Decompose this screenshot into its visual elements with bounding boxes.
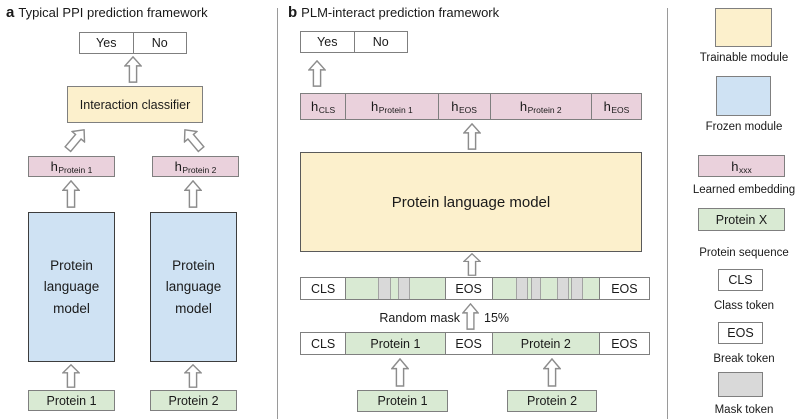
legend-swatch-protein: Protein X bbox=[698, 208, 785, 231]
h-sub: EOS bbox=[611, 105, 630, 115]
legend-label-eos: Break token bbox=[713, 353, 775, 365]
legend-swatch-mask bbox=[718, 372, 763, 397]
h-sub: Protein 1 bbox=[378, 105, 413, 115]
mask-stripe bbox=[398, 278, 411, 299]
token-row: CLS Protein 1 EOS Protein 2 EOS bbox=[300, 332, 650, 355]
up-arrow-icon bbox=[308, 60, 326, 87]
up-arrow-icon bbox=[463, 253, 481, 276]
legend-swatch-frozen bbox=[716, 76, 771, 116]
legend-label-protein: Protein sequence bbox=[699, 247, 789, 259]
legend-label-frozen: Frozen module bbox=[705, 121, 783, 133]
panel-b-protein-1-box: Protein 1 bbox=[357, 390, 448, 412]
diagonal-up-left-arrow-icon bbox=[177, 123, 208, 155]
token-cell-protein-2: Protein 2 bbox=[492, 333, 600, 354]
panel-b-title-text: PLM-interact prediction framework bbox=[301, 5, 500, 20]
h1-sub: Protein 1 bbox=[58, 165, 93, 175]
token-cell-protein-1: Protein 1 bbox=[346, 333, 446, 354]
legend-label-cls: Class token bbox=[713, 300, 775, 312]
token-cell-cls: CLS bbox=[301, 333, 347, 354]
mask-stripe bbox=[530, 278, 542, 299]
mask-stripe bbox=[571, 278, 583, 299]
panel-b-yes-no-box: Yes No bbox=[300, 31, 408, 53]
masked-cell-cls: CLS bbox=[301, 278, 347, 299]
up-arrow-icon bbox=[184, 180, 202, 208]
diagonal-up-right-arrow-icon bbox=[60, 123, 91, 155]
mask-stripe bbox=[557, 278, 569, 299]
up-arrow-icon bbox=[62, 180, 80, 208]
mask-stripe bbox=[516, 278, 528, 299]
up-arrow-icon bbox=[184, 364, 202, 388]
interaction-classifier-box: Interaction classifier bbox=[67, 86, 203, 123]
mask-percentage: 15% bbox=[484, 311, 510, 325]
protein-2-box: Protein 2 bbox=[150, 390, 237, 411]
masked-cell-eos-2: EOS bbox=[599, 278, 649, 299]
h-main: h bbox=[603, 99, 611, 114]
h2-sub: Protein 2 bbox=[182, 165, 217, 175]
panel-b-legend-divider bbox=[667, 8, 668, 419]
panel-a-b-divider bbox=[277, 8, 278, 419]
up-arrow-icon bbox=[463, 123, 481, 150]
masked-sequence-row: CLS EOS EOS bbox=[300, 277, 650, 300]
masked-cell-eos-1: EOS bbox=[445, 278, 493, 299]
legend-swatch-cls: CLS bbox=[718, 269, 763, 291]
masked-cell-protein-1 bbox=[346, 278, 446, 299]
h-sub: EOS bbox=[459, 105, 477, 115]
plm-box: Protein language model bbox=[300, 152, 642, 252]
legend-label-trainable: Trainable module bbox=[699, 52, 789, 64]
protein-1-box: Protein 1 bbox=[28, 390, 115, 411]
panel-b-yes-cell: Yes bbox=[301, 32, 355, 52]
up-arrow-icon bbox=[62, 364, 80, 388]
legend-swatch-trainable bbox=[715, 8, 772, 47]
masked-cell-protein-2 bbox=[492, 278, 600, 299]
h-sub: CLS bbox=[318, 105, 336, 115]
plm-box-left: Protein language model bbox=[28, 212, 115, 362]
h1-main: h bbox=[50, 159, 58, 174]
legend-label-embedding: Learned embedding bbox=[692, 184, 796, 196]
legend-label-mask: Mask token bbox=[714, 404, 774, 416]
mask-stripe bbox=[377, 278, 392, 299]
h-main: h bbox=[519, 99, 528, 114]
panel-a-no-cell: No bbox=[151, 36, 168, 50]
panel-a-yes-cell: Yes bbox=[80, 33, 134, 53]
panel-a-yes-no-box: Yes No bbox=[79, 32, 187, 54]
random-mask-up-arrow-icon bbox=[462, 303, 479, 330]
panel-a-letter: a bbox=[6, 4, 15, 21]
up-arrow-icon bbox=[391, 358, 409, 387]
h-main: h bbox=[310, 99, 319, 114]
plm-box-right: Protein language model bbox=[150, 212, 237, 362]
up-arrow-icon bbox=[124, 56, 142, 83]
token-cell-eos-2: EOS bbox=[599, 333, 649, 354]
panel-a-title-text: Typical PPI prediction framework bbox=[18, 5, 208, 20]
h-main: h bbox=[451, 99, 459, 114]
legend-h-sub: xxx bbox=[738, 164, 752, 175]
panel-b-no-cell: No bbox=[372, 35, 389, 49]
legend-swatch-eos: EOS bbox=[718, 322, 763, 344]
panel-b-protein-2-box: Protein 2 bbox=[507, 390, 597, 412]
random-mask-label: Random mask bbox=[379, 311, 460, 325]
h2-main: h bbox=[174, 159, 182, 174]
token-cell-eos-1: EOS bbox=[445, 333, 493, 354]
h-sub: Protein 2 bbox=[527, 105, 562, 115]
h-main: h bbox=[371, 99, 379, 114]
legend-h-main: h bbox=[731, 158, 739, 174]
up-arrow-icon bbox=[543, 358, 561, 387]
panel-b-letter: b bbox=[288, 4, 298, 21]
